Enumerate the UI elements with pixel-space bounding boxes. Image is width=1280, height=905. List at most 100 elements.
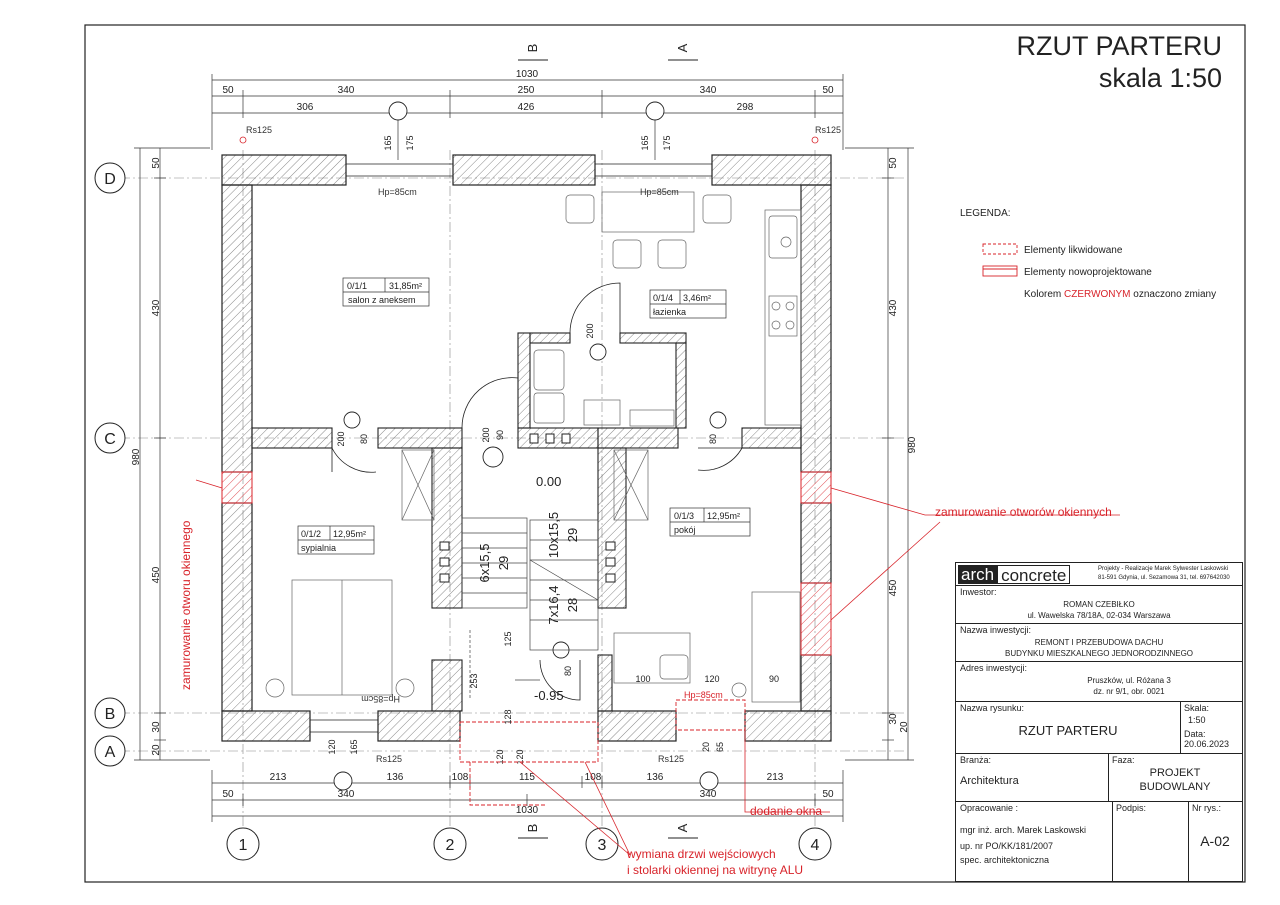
sheet-number: A-02 — [1200, 833, 1230, 849]
hp-label-2: Hp=85cm — [640, 187, 679, 197]
section-mark-b-bottom: B — [525, 824, 540, 833]
drawing-name: RZUT PARTERU — [1018, 723, 1118, 738]
author-line-3: spec. architektoniczna — [960, 855, 1050, 865]
level-1: -0.95 — [534, 688, 564, 703]
dim-bot2-3: 340 — [700, 789, 717, 800]
axis-bubble-1 — [226, 827, 260, 861]
sign-label: Podpis: — [1116, 803, 1147, 813]
door-label-7: 80 — [563, 666, 573, 676]
dim-bh-1: 120 — [327, 739, 337, 754]
room-code-lazienka: 0/1/4 — [653, 293, 673, 303]
section-mark-b-top: B — [525, 44, 540, 53]
dim-bot-5: 108 — [585, 772, 602, 783]
branch-label: Branża: — [960, 755, 992, 765]
date-value: 20.06.2023 — [1184, 739, 1230, 749]
dim-bot-7: 213 — [767, 772, 784, 783]
investor-label: Inwestor: — [960, 587, 997, 597]
room-area-pokoj: 12,95m² — [707, 511, 740, 521]
dim-misc-128: 128 — [503, 709, 513, 724]
author-line-1: mgr inż. arch. Marek Laskowski — [960, 825, 1087, 835]
dim-left-total: 980 — [131, 448, 142, 465]
axis-label-b: B — [105, 706, 116, 723]
dim-top-1: 50 — [222, 85, 234, 96]
stair-label-3: 7x16,4 — [546, 585, 561, 624]
section-mark-a-bottom: A — [675, 823, 690, 832]
dim-left-5: 20 — [151, 744, 162, 756]
company-line-1: Projekty - Realizacje Marek Sylwester La… — [1098, 566, 1229, 572]
dim-top-2: 340 — [338, 85, 355, 96]
dim-right-4: 30 — [888, 713, 899, 725]
branch-value: Architektura — [960, 775, 1019, 787]
dim-bh-2: 165 — [349, 739, 359, 754]
dim-bot2-4: 50 — [822, 789, 834, 800]
dim-win-h4: 175 — [662, 135, 672, 150]
sheet-label: Nr rys.: — [1192, 803, 1221, 813]
room-name-sypialnia: sypialnia — [301, 543, 336, 553]
annotation-right: zamurowanie otworów okiennych — [935, 505, 1112, 519]
room-name-salon: salon z aneksem — [348, 295, 416, 305]
dim-right-total: 980 — [907, 436, 918, 453]
stair-label-3b: 28 — [565, 598, 580, 612]
stair-label-1: 6x15,5 — [477, 543, 492, 582]
annotation-add-window: dodanie okna — [750, 804, 822, 818]
project-label: Nazwa inwestycji: — [960, 625, 1032, 635]
new-elements — [459, 699, 746, 806]
tb-project-row: Nazwa inwestycji: REMONT I PRZEBUDOWA DA… — [956, 623, 1242, 662]
room-code-pokoj: 0/1/3 — [674, 511, 694, 521]
hp-label-4: Hp=85cm — [684, 690, 723, 700]
level-0: 0.00 — [536, 474, 561, 489]
dim-misc-125: 125 — [503, 631, 513, 646]
dim-top-3: 250 — [518, 85, 535, 96]
dim-misc-100: 100 — [635, 674, 650, 684]
author-label: Opracowanie : — [960, 803, 1019, 813]
dim-bot-6: 136 — [647, 772, 664, 783]
dim-right-5: 20 — [899, 721, 910, 733]
investor-address: ul. Wawelska 78/18A, 02-034 Warszawa — [1027, 611, 1171, 620]
dim-top2-2: 426 — [518, 102, 535, 113]
room-code-sypialnia: 0/1/2 — [301, 529, 321, 539]
dim-top-5: 50 — [822, 85, 834, 96]
dim-bot-4: 115 — [519, 772, 535, 783]
rs-label-tr: Rs125 — [815, 125, 841, 135]
drawing-title-main: RZUT PARTERU — [1016, 31, 1222, 61]
section-mark-a-top: A — [675, 43, 690, 52]
windows — [310, 163, 712, 733]
drawing-title-scale: skala 1:50 — [1098, 63, 1222, 93]
door-label-2: 80 — [359, 434, 369, 444]
rs-label-tl: Rs125 — [246, 125, 272, 135]
dim-right-2: 430 — [888, 299, 899, 316]
tb-drawing-row: Nazwa rysunku: RZUT PARTERU Skala: 1:50 … — [956, 701, 1242, 754]
legend-item-2: Elementy nowoprojektowane — [1024, 267, 1152, 278]
furniture — [265, 191, 802, 703]
dim-top2-3: 298 — [737, 102, 754, 113]
room-code-salon: 0/1/1 — [347, 281, 367, 291]
axis-bubble-d — [94, 162, 126, 194]
axis-bubble-2 — [433, 827, 467, 861]
chimney-flues — [439, 433, 616, 583]
door-label-4: 90 — [495, 430, 505, 440]
project-line-2: BUDYNKU MIESZKALNEGO JEDNORODZINNEGO — [1004, 649, 1194, 658]
hp-label-3: Hp=85cm — [361, 694, 400, 704]
dim-right-3: 450 — [888, 579, 899, 596]
room-area-salon: 31,85m² — [389, 281, 422, 291]
axis-bubbles-columns — [226, 827, 832, 861]
dim-bh-4: 120 — [515, 749, 525, 764]
legend-swatches — [982, 243, 1018, 277]
window-markers-bottom — [333, 771, 719, 791]
dim-win-h2: 175 — [405, 135, 415, 150]
door-label-1: 200 — [336, 431, 346, 446]
hp-label-1: Hp=85cm — [378, 187, 417, 197]
annotation-left: zamurowanie otworu okiennego — [179, 520, 193, 690]
rs-label-br: Rs125 — [658, 754, 684, 764]
rs-label-bl: Rs125 — [376, 754, 402, 764]
axis-bubble-b — [94, 697, 126, 729]
dim-win-h1: 165 — [383, 135, 393, 150]
dim-bot2-2: 340 — [338, 789, 355, 800]
axis-label-1: 1 — [239, 837, 248, 854]
room-tags — [297, 277, 751, 555]
axis-label-2: 2 — [446, 837, 455, 854]
dim-top2-1: 306 — [297, 102, 314, 113]
site-line-2: dz. nr 9/1, obr. 0021 — [1093, 687, 1165, 696]
